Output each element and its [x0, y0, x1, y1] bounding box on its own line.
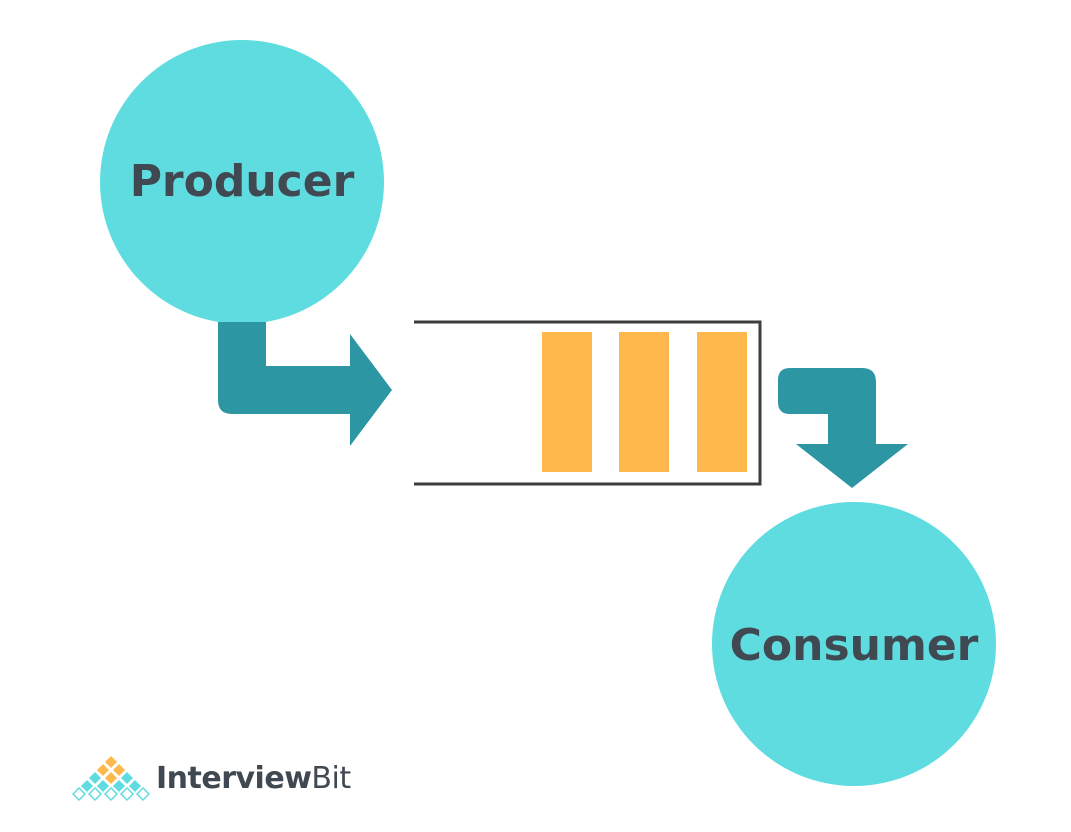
- brand-name-light: Bit: [311, 760, 351, 796]
- queue-item: [619, 332, 669, 472]
- message-queue: [414, 320, 762, 486]
- queue-item: [697, 332, 747, 472]
- consumer-label: Consumer: [730, 620, 979, 671]
- brand-name: InterviewBit: [156, 761, 351, 796]
- producer-to-queue-arrow: [218, 322, 392, 446]
- queue-to-consumer-arrow: [778, 368, 908, 488]
- queue-item: [542, 332, 592, 472]
- producer-node: [100, 40, 384, 324]
- interviewbit-logo: InterviewBit: [72, 752, 351, 804]
- consumer-node: [712, 502, 996, 786]
- producer-label: Producer: [130, 156, 355, 207]
- interviewbit-diamond-logo-icon: [72, 756, 150, 802]
- brand-name-bold: Interview: [156, 760, 312, 796]
